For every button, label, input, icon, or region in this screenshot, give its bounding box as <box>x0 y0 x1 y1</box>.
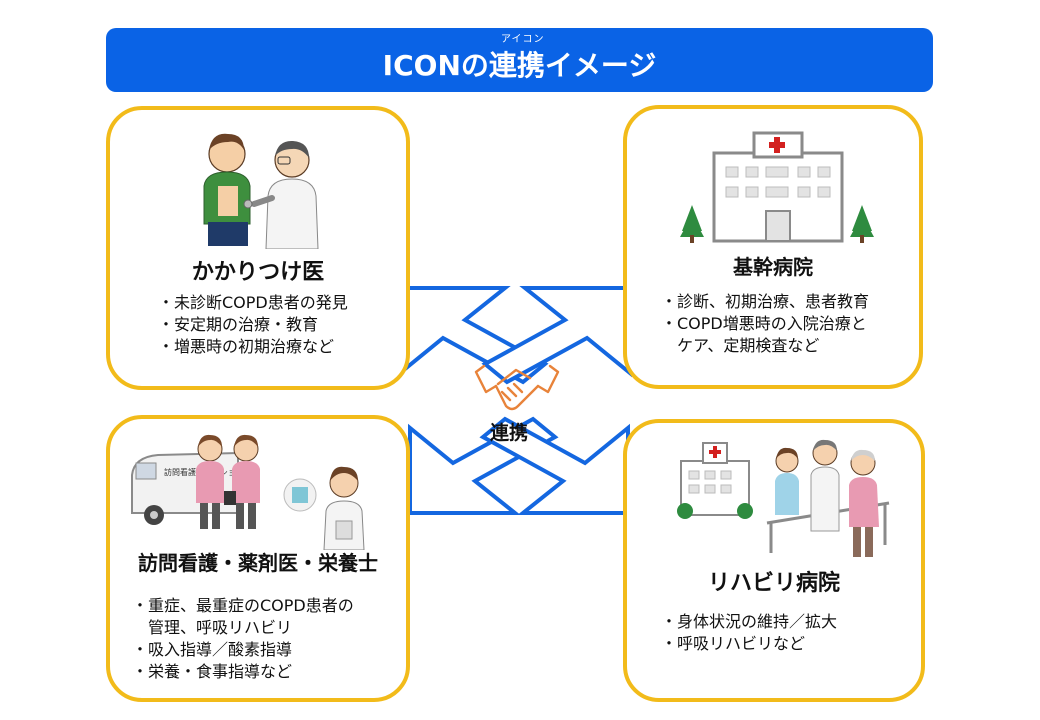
hospital-building-illustration <box>680 131 874 243</box>
card-title-home-care: 訪問看護・薬剤医・栄養士 <box>138 551 378 575</box>
page-title: ICONの連携イメージ <box>382 49 657 82</box>
card-family-doctor: かかりつけ医 ・未診断COPD患者の発見 ・安定期の治療・教育 ・増悪時の初期治… <box>106 106 410 390</box>
list-item: ・診断、初期治療、患者教育 <box>661 292 870 311</box>
list-item: ・栄養・食事指導など <box>132 662 293 681</box>
card-list-home-care: ・重症、最重症のCOPD患者の 管理、呼吸リハビリ ・吸入指導／酸素指導 ・栄養… <box>132 595 354 683</box>
card-list-family-doctor: ・未診断COPD患者の発見 ・安定期の治療・教育 ・増悪時の初期治療など <box>158 292 348 358</box>
card-title-core-hospital: 基幹病院 <box>733 255 813 279</box>
list-item: 管理、呼吸リハビリ <box>148 618 293 637</box>
list-item: ・呼吸リハビリなど <box>661 634 806 653</box>
list-item: ・増悪時の初期治療など <box>158 337 335 356</box>
list-item: ・未診断COPD患者の発見 <box>158 293 348 312</box>
home-care-staff-illustration: 訪問看護ステーション <box>131 434 365 550</box>
list-item: ケア、定期検査など <box>677 336 820 355</box>
card-core-hospital: 基幹病院 ・診断、初期治療、患者教育 ・COPD増悪時の入院治療と ケア、定期検… <box>623 105 923 389</box>
doctor-patient-illustration <box>203 133 319 249</box>
handshake-icon <box>474 364 560 411</box>
list-item: ・重症、最重症のCOPD患者の <box>132 596 354 615</box>
title-banner: アイコン ICONの連携イメージ <box>106 28 933 92</box>
card-rehab-hospital: リハビリ病院 ・身体状況の維持／拡大 ・呼吸リハビリなど <box>623 419 925 702</box>
title-ruby: アイコン <box>501 34 545 45</box>
arrow-top-right <box>481 286 632 385</box>
card-title-rehab-hospital: リハビリ病院 <box>707 571 840 596</box>
rehab-illustration <box>677 439 890 557</box>
list-item: ・身体状況の維持／拡大 <box>661 612 838 631</box>
list-item: ・COPD増悪時の入院治療と <box>661 314 867 333</box>
card-title-family-doctor: かかりつけ医 <box>191 260 325 285</box>
card-list-rehab-hospital: ・身体状況の維持／拡大 ・呼吸リハビリなど <box>661 611 837 655</box>
center-label: 連携 <box>490 422 529 444</box>
list-item: ・吸入指導／酸素指導 <box>132 640 293 659</box>
arrow-bottom-right <box>479 416 630 515</box>
card-list-core-hospital: ・診断、初期治療、患者教育 ・COPD増悪時の入院治療と ケア、定期検査など <box>661 291 869 357</box>
list-item: ・安定期の治療・教育 <box>158 315 319 334</box>
card-home-care: 訪問看護ステーション 訪問看護・薬剤医・栄養士 ・重症、最重症のCOPD患者の … <box>106 415 410 702</box>
